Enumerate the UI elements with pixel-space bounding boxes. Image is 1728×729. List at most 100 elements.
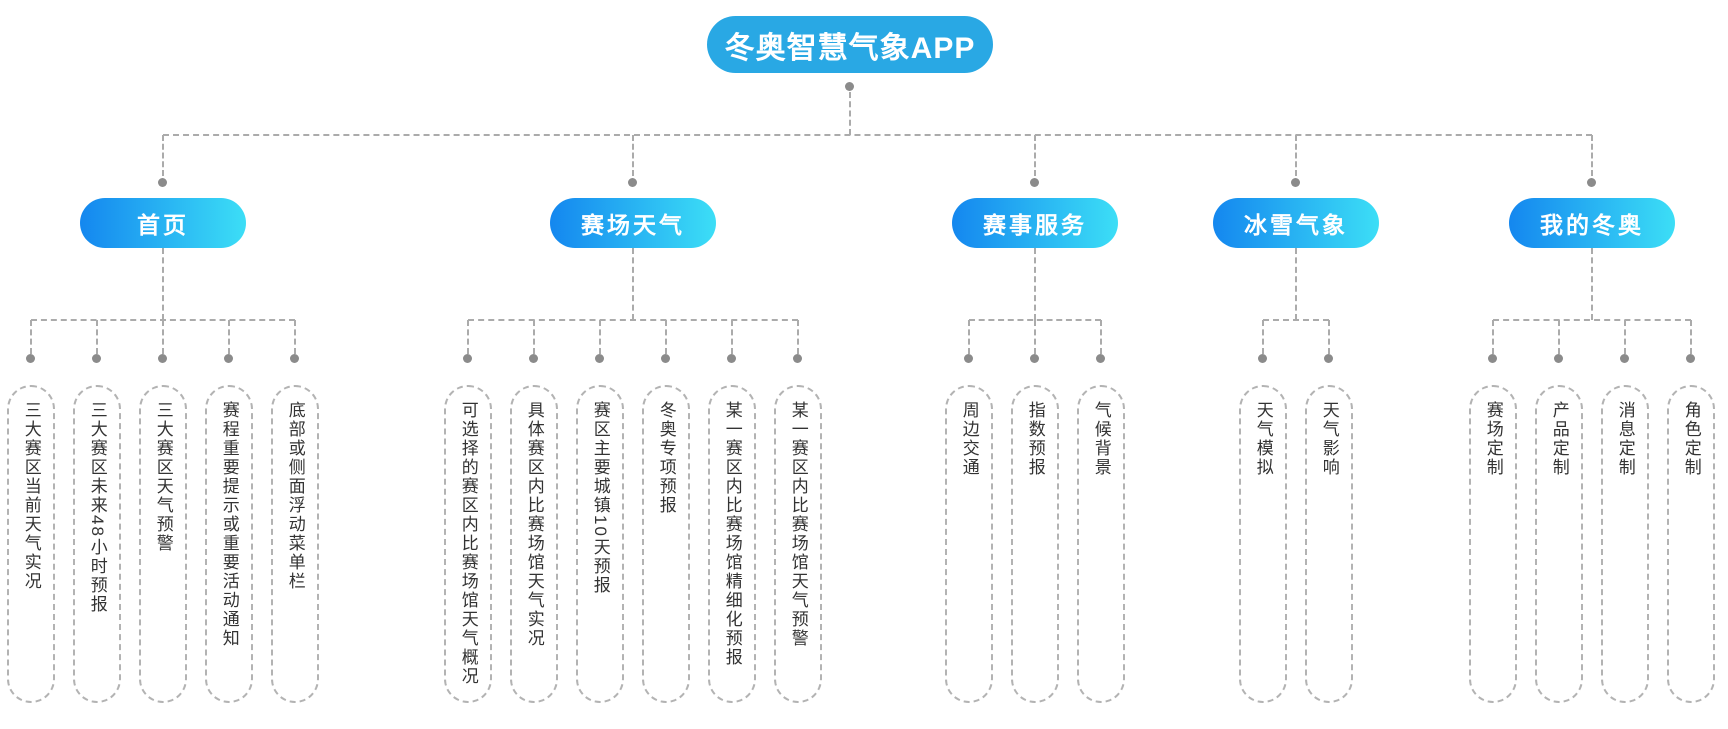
leaf-node[interactable]: 冬奥专项预报: [642, 385, 690, 703]
connector-vertical: [599, 320, 601, 354]
leaf-node[interactable]: 天气影响: [1305, 385, 1353, 703]
connector-dot: [1554, 354, 1563, 363]
leaf-node-label: 消息定制: [1615, 401, 1635, 477]
connector-vertical: [1034, 320, 1036, 354]
branch-node-4[interactable]: 我的冬奥: [1509, 198, 1675, 248]
connector-horizontal: [1493, 319, 1691, 321]
connector-dot: [463, 354, 472, 363]
branch-node-1[interactable]: 赛场天气: [550, 198, 716, 248]
connector-vertical: [1690, 320, 1692, 354]
leaf-node[interactable]: 赛程重要提示或重要活动通知: [205, 385, 253, 703]
connector-dot: [595, 354, 604, 363]
connector-vertical: [1591, 135, 1593, 176]
connector-vertical: [1492, 320, 1494, 354]
leaf-node[interactable]: 某一赛区内比赛场馆精细化预报: [708, 385, 756, 703]
connector-horizontal: [163, 134, 1592, 136]
leaf-node[interactable]: 气候背景: [1077, 385, 1125, 703]
leaf-node-label: 底部或侧面浮动菜单栏: [285, 401, 305, 591]
leaf-node[interactable]: 三大赛区当前天气实况: [7, 385, 55, 703]
connector-dot: [158, 354, 167, 363]
connector-vertical: [968, 320, 970, 354]
leaf-node-label: 赛区主要城镇10天预报: [590, 401, 610, 595]
connector-vertical: [1558, 320, 1560, 354]
connector-vertical: [797, 320, 799, 354]
leaf-node[interactable]: 三大赛区未来48小时预报: [73, 385, 121, 703]
branch-node-2[interactable]: 赛事服务: [952, 198, 1118, 248]
leaf-node-label: 三大赛区未来48小时预报: [87, 401, 107, 614]
leaf-node[interactable]: 产品定制: [1535, 385, 1583, 703]
leaf-node[interactable]: 具体赛区内比赛场馆天气实况: [510, 385, 558, 703]
leaf-node-label: 天气模拟: [1253, 401, 1273, 477]
connector-vertical: [849, 92, 851, 135]
connector-dot: [1258, 354, 1267, 363]
leaf-node-label: 产品定制: [1549, 401, 1569, 477]
connector-vertical: [1034, 135, 1036, 176]
leaf-node[interactable]: 天气模拟: [1239, 385, 1287, 703]
connector-vertical: [1100, 320, 1102, 354]
leaf-node-label: 三大赛区天气预警: [153, 401, 173, 553]
leaf-node[interactable]: 消息定制: [1601, 385, 1649, 703]
connector-dot: [727, 354, 736, 363]
connector-dot: [1620, 354, 1629, 363]
connector-dot: [964, 354, 973, 363]
leaf-node-label: 具体赛区内比赛场馆天气实况: [524, 401, 544, 648]
leaf-node[interactable]: 三大赛区天气预警: [139, 385, 187, 703]
leaf-node-label: 气候背景: [1091, 401, 1111, 477]
connector-dot: [793, 354, 802, 363]
leaf-node[interactable]: 周边交通: [945, 385, 993, 703]
leaf-node[interactable]: 赛场定制: [1469, 385, 1517, 703]
leaf-node-label: 冬奥专项预报: [656, 401, 676, 515]
connector-vertical: [294, 320, 296, 354]
connector-dot: [1324, 354, 1333, 363]
connector-dot: [224, 354, 233, 363]
leaf-node[interactable]: 底部或侧面浮动菜单栏: [271, 385, 319, 703]
connector-vertical: [1262, 320, 1264, 354]
connector-vertical: [1624, 320, 1626, 354]
leaf-node-label: 天气影响: [1319, 401, 1339, 477]
leaf-node-label: 指数预报: [1025, 401, 1045, 477]
leaf-node-label: 周边交通: [959, 401, 979, 477]
leaf-node-label: 某一赛区内比赛场馆天气预警: [788, 401, 808, 648]
connector-dot: [1686, 354, 1695, 363]
connector-dot: [1291, 178, 1300, 187]
connector-dot: [92, 354, 101, 363]
connector-vertical: [1034, 248, 1036, 320]
connector-vertical: [96, 320, 98, 354]
leaf-node[interactable]: 赛区主要城镇10天预报: [576, 385, 624, 703]
connector-horizontal: [468, 319, 798, 321]
connector-vertical: [1295, 135, 1297, 176]
connector-vertical: [30, 320, 32, 354]
connector-vertical: [665, 320, 667, 354]
leaf-node[interactable]: 指数预报: [1011, 385, 1059, 703]
connector-dot: [26, 354, 35, 363]
connector-vertical: [1591, 248, 1593, 320]
connector-vertical: [1295, 248, 1297, 320]
connector-dot: [1030, 354, 1039, 363]
connector-dot: [661, 354, 670, 363]
branch-node-3[interactable]: 冰雪气象: [1213, 198, 1379, 248]
connector-dot: [158, 178, 167, 187]
connector-vertical: [228, 320, 230, 354]
connector-vertical: [731, 320, 733, 354]
connector-vertical: [533, 320, 535, 354]
leaf-node-label: 可选择的赛区内比赛场馆天气概况: [458, 401, 478, 686]
leaf-node-label: 角色定制: [1681, 401, 1701, 477]
connector-dot: [845, 82, 854, 91]
connector-vertical: [632, 248, 634, 320]
connector-vertical: [162, 320, 164, 354]
branch-node-0[interactable]: 首页: [80, 198, 246, 248]
connector-vertical: [162, 248, 164, 320]
connector-vertical: [1328, 320, 1330, 354]
leaf-node[interactable]: 角色定制: [1667, 385, 1715, 703]
leaf-node[interactable]: 可选择的赛区内比赛场馆天气概况: [444, 385, 492, 703]
connector-dot: [1587, 178, 1596, 187]
leaf-node[interactable]: 某一赛区内比赛场馆天气预警: [774, 385, 822, 703]
connector-dot: [1096, 354, 1105, 363]
connector-dot: [1030, 178, 1039, 187]
root-node[interactable]: 冬奥智慧气象APP: [707, 16, 993, 73]
connector-vertical: [632, 135, 634, 176]
connector-dot: [529, 354, 538, 363]
connector-dot: [628, 178, 637, 187]
leaf-node-label: 某一赛区内比赛场馆精细化预报: [722, 401, 742, 667]
